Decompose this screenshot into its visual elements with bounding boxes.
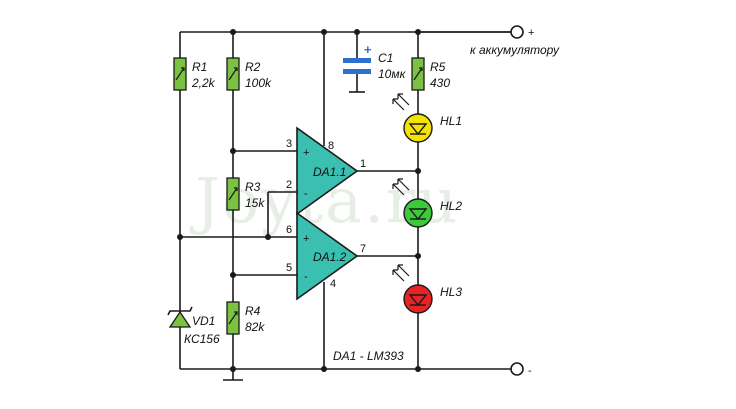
da1-1-pin-minus: 2 bbox=[286, 179, 292, 191]
resistor-r4: R4 82k bbox=[226, 301, 265, 335]
opamp-da1-1: + - DA1.1 3 2 1 8 bbox=[286, 126, 366, 216]
hl1-ref: HL1 bbox=[440, 114, 462, 128]
da1-2-pin-out: 7 bbox=[360, 243, 366, 255]
da1-2-plus: + bbox=[303, 233, 309, 245]
terminal-label: к аккумулятору bbox=[470, 43, 560, 57]
da1-1-pin-out: 1 bbox=[360, 158, 366, 170]
hl3-body bbox=[403, 284, 433, 314]
minus-terminal: - bbox=[510, 362, 532, 377]
r3-ref: R3 bbox=[245, 180, 261, 194]
r4-ref: R4 bbox=[245, 304, 261, 318]
da1-1-label: DA1.1 bbox=[313, 165, 346, 179]
zener-vd1: VD1 КС156 bbox=[167, 306, 220, 346]
resistor-r1: R1 2,2k bbox=[173, 57, 216, 91]
minus-sign: - bbox=[528, 365, 532, 377]
da1-1-pin-power: 8 bbox=[328, 140, 334, 152]
hl3-ref: HL3 bbox=[440, 285, 462, 299]
da1-2-pin-ground: 4 bbox=[330, 278, 336, 290]
plus-sign: + bbox=[528, 27, 534, 39]
c1-polarity: + bbox=[364, 42, 372, 57]
resistor-r2: R2 100k bbox=[226, 57, 272, 91]
r5-ref: R5 bbox=[430, 60, 446, 74]
da1-1-pin-plus: 3 bbox=[286, 138, 292, 150]
hl2-body bbox=[403, 198, 433, 228]
junction-dots bbox=[177, 29, 421, 372]
r2-value: 100k bbox=[245, 76, 272, 90]
da1-2-pin-minus: 5 bbox=[286, 262, 292, 274]
da1-2-minus: - bbox=[304, 271, 308, 283]
da1-1-minus: - bbox=[304, 188, 308, 200]
r4-value: 82k bbox=[245, 320, 265, 334]
capacitor-c1: + C1 10мк bbox=[343, 42, 407, 81]
r1-value: 2,2k bbox=[191, 76, 216, 90]
r2-ref: R2 bbox=[245, 60, 261, 74]
r1-ref: R1 bbox=[192, 60, 207, 74]
vd1-value: КС156 bbox=[184, 332, 220, 346]
hl1-body bbox=[403, 113, 433, 143]
led-hl3: HL3 bbox=[392, 264, 462, 314]
resistor-r5: R5 430 bbox=[411, 57, 450, 91]
resistor-r3: R3 15k bbox=[226, 177, 265, 211]
da1-1-plus: + bbox=[303, 147, 309, 159]
c1-ref: C1 bbox=[378, 51, 393, 65]
plus-terminal: + к аккумулятору bbox=[470, 25, 560, 57]
vd1-ref: VD1 bbox=[192, 314, 215, 328]
chip-label: DA1 - LM393 bbox=[333, 349, 404, 363]
r5-value: 430 bbox=[430, 76, 450, 90]
hl2-ref: HL2 bbox=[440, 199, 462, 213]
c1-value: 10мк bbox=[378, 67, 407, 81]
led-hl2: HL2 bbox=[392, 178, 462, 228]
r3-value: 15k bbox=[245, 196, 265, 210]
led-hl1: HL1 bbox=[392, 93, 462, 143]
da1-2-pin-plus: 6 bbox=[286, 224, 292, 236]
da1-2-label: DA1.2 bbox=[313, 250, 347, 264]
opamp-da1-2: + - DA1.2 6 5 7 4 bbox=[286, 211, 366, 301]
